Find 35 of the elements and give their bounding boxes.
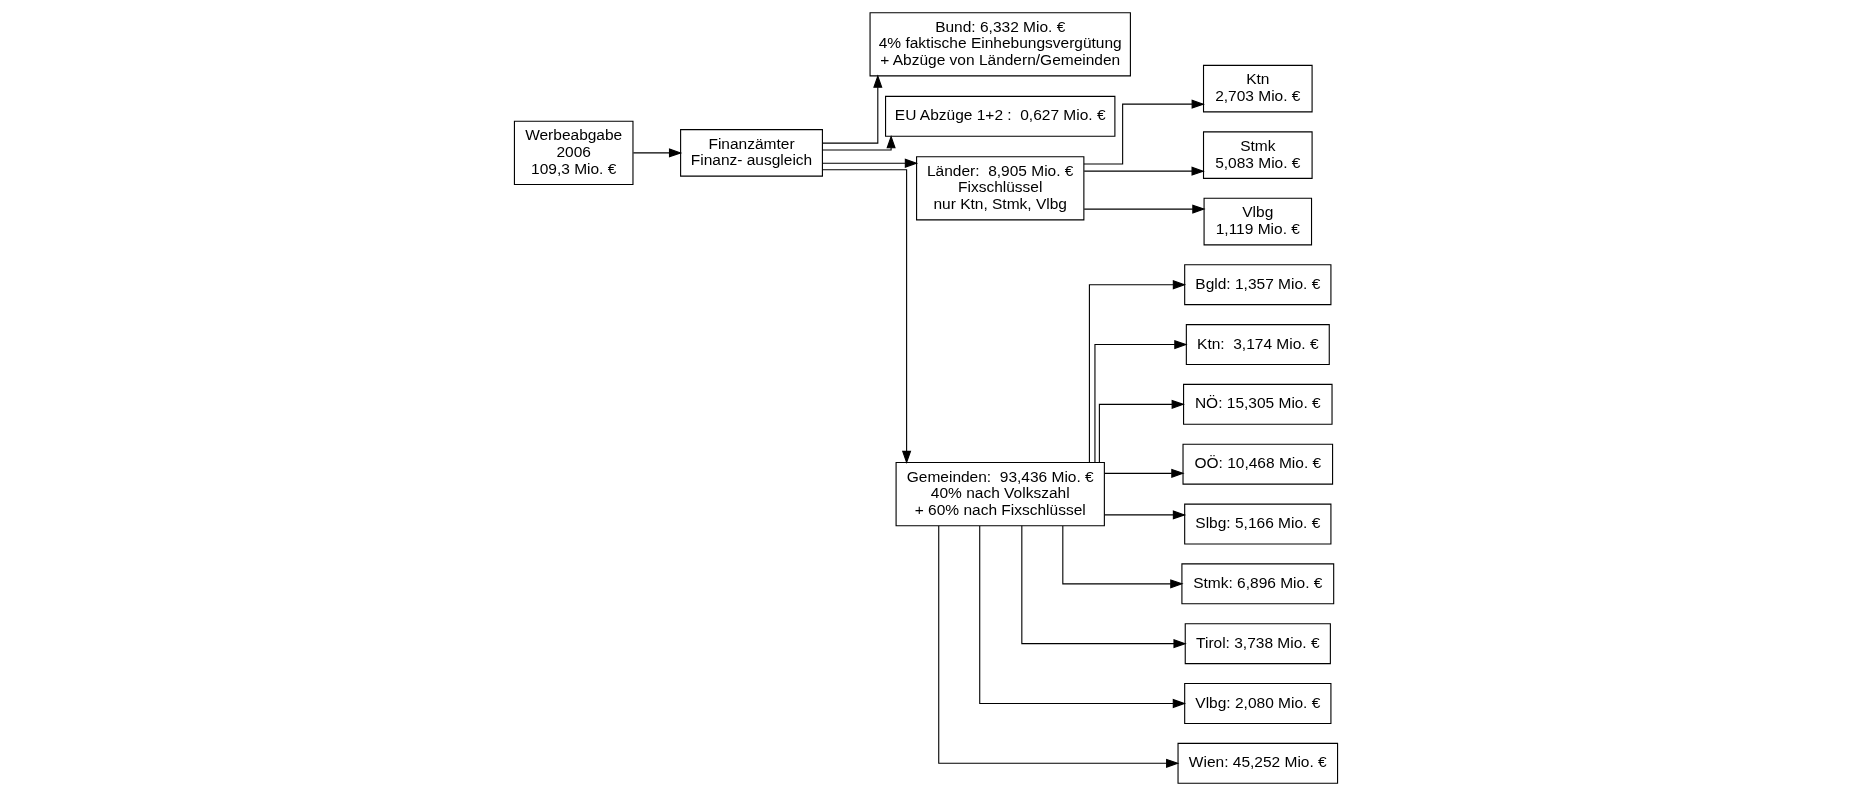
arrow (1020, 525, 1187, 649)
node-box: Werbeabgabe 2006 109,3 Mio. € (513, 120, 634, 185)
node-box: Bund: 6,332 Mio. € 4% faktische Einhebungsvergütung + Abzüge von Ländern/Gemeinden (869, 12, 1131, 77)
node-box: Ktn: 3,174 Mio. € (1185, 324, 1330, 366)
node-box: OÖ: 10,468 Mio. € (1181, 443, 1333, 485)
arrow (821, 158, 918, 168)
node-box: NÖ: 15,305 Mio. € (1182, 383, 1333, 425)
arrow (1103, 468, 1185, 478)
arrow (1083, 204, 1206, 214)
node-box: Tirol: 3,738 Mio. € (1184, 623, 1331, 665)
arrow (821, 74, 882, 144)
node-box: Vlbg: 2,080 Mio. € (1183, 683, 1331, 724)
node-box: Länder: 8,905 Mio. € Fixschlüssel nur Ktn, Stmk, Vlbg (915, 156, 1084, 221)
arrow (1088, 280, 1186, 463)
node-box: Ktn 2,703 Mio. € (1202, 64, 1313, 113)
arrow (1093, 339, 1188, 463)
arrow (1083, 166, 1205, 176)
node-box: Stmk: 6,896 Mio. € (1180, 563, 1334, 605)
node-box: Finanzämter Finanz- ausgleich (679, 129, 823, 177)
arrow (1103, 510, 1186, 520)
arrow (937, 525, 1179, 768)
arrow (821, 134, 896, 151)
node-box: Vlbg 1,119 Mio. € (1203, 197, 1312, 246)
arrow (1061, 525, 1184, 589)
node-box: Wien: 45,252 Mio. € (1177, 742, 1338, 784)
arrow (1098, 399, 1185, 463)
arrow (632, 148, 682, 158)
node-box: Gemeinden: 93,436 Mio. € 40% nach Volkszahl + 60% nach Fixschlüssel (895, 461, 1105, 527)
arrow (978, 525, 1186, 709)
node-box: Stmk 5,083 Mio. € (1202, 131, 1313, 179)
node-box: EU Abzüge 1+2 : 0,627 Mio. € (884, 95, 1115, 137)
node-box: Slbg: 5,166 Mio. € (1183, 503, 1331, 545)
arrow (821, 169, 911, 465)
node-box: Bgld: 1,357 Mio. € (1183, 264, 1331, 306)
arrow (1082, 99, 1205, 165)
